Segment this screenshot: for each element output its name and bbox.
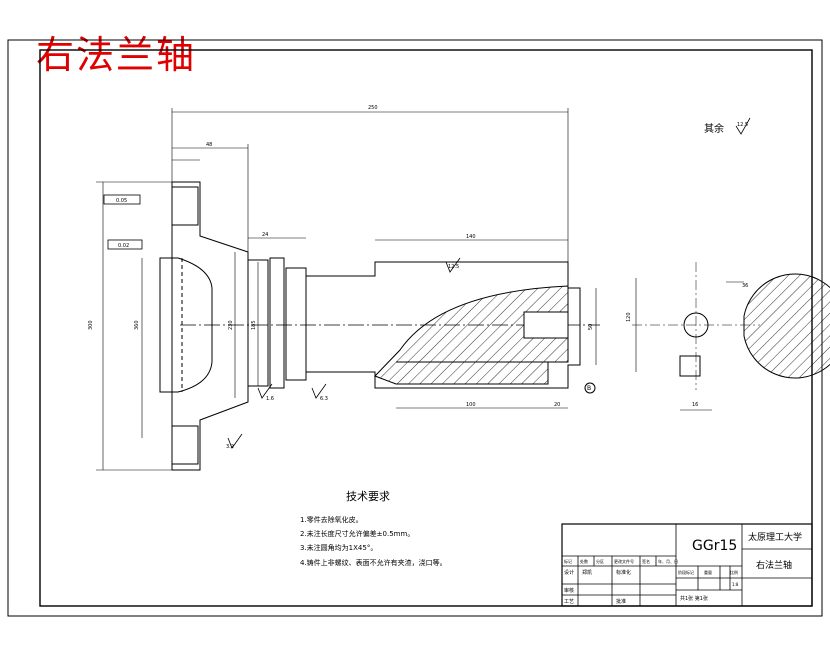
tech-req-heading: 技术要求: [346, 490, 390, 503]
tb-stage-mark: 阶段标记: [678, 569, 694, 575]
overlay-title: 右法兰轴: [36, 33, 197, 77]
tech-req-item-3: 3.未注圆角均为1X45°。: [300, 543, 377, 552]
dim-left-height: 300: [88, 320, 94, 330]
tech-req-item-4: 4.铸件上非螺纹、表面不允许有夹渣，浇口等。: [300, 558, 447, 567]
hatched-section: [374, 285, 569, 385]
shaft-collar: [269, 257, 285, 389]
tb-design-label: 设计: [564, 569, 574, 576]
tb-label-sign: 签名: [642, 558, 650, 564]
tech-req-item-2: 2.未注长度尺寸允许偏差±0.5mm。: [300, 529, 414, 538]
section-dim-width: 16: [692, 402, 698, 408]
flange-counterbore: [159, 257, 213, 393]
datum-circle: [584, 382, 596, 394]
tolerance-1: 0.05: [116, 198, 127, 204]
tb-material: GGr15: [692, 538, 737, 554]
cross-section-disc: [743, 273, 830, 379]
roughness-2: 1.6: [266, 396, 274, 402]
flange-bolt-hole-bottom: [171, 425, 199, 465]
bore-hole: [523, 311, 569, 339]
flange-bolt-hole-top: [171, 186, 199, 226]
tb-school: 太原理工大学: [748, 531, 802, 543]
shaft-section-2: [285, 267, 307, 381]
dim-overall: 250: [368, 105, 378, 111]
tb-design-value: 郑凯: [582, 569, 592, 576]
roughness-3: 6.3: [320, 396, 328, 402]
flange-outline: [171, 181, 249, 471]
tb-stage-weight: 重量: [704, 569, 712, 575]
tb-review-label: 审核: [564, 587, 574, 594]
dim-short: 24: [262, 232, 268, 238]
dim-h1: 360: [134, 320, 140, 330]
tb-stage-scale: 比例: [730, 569, 738, 575]
tb-label-count: 处数: [580, 558, 588, 564]
dim-h2: 230: [228, 320, 234, 330]
title-block: [561, 523, 813, 607]
dim-long-right: 140: [466, 234, 476, 240]
roughness-4: 3.2: [226, 444, 234, 450]
section-dim-key: 36: [742, 283, 748, 289]
tb-sheet-info: 共1张 第1张: [680, 595, 708, 602]
tolerance-frames: [103, 194, 143, 250]
tb-process-label: 工艺: [564, 599, 574, 605]
tb-label-zone: 分区: [596, 558, 604, 564]
shaft-main-body: [306, 261, 581, 389]
tb-label-change: 更改文件号: [614, 558, 634, 564]
roughness-1: 12.5: [448, 264, 459, 270]
dimension-lines: [96, 108, 597, 471]
cross-section-view: [632, 262, 830, 411]
shaft-main-view: [159, 181, 600, 471]
tb-part-name: 右法兰轴: [756, 559, 792, 571]
tb-scale: 1:8: [732, 582, 739, 587]
tolerance-2: 0.02: [118, 243, 129, 249]
surface-note-label: 其余: [704, 122, 724, 135]
dim-bottom-right: 20: [554, 402, 560, 408]
surface-note-value: 12.5: [737, 122, 748, 128]
tb-std-label: 标准化: [616, 569, 631, 576]
tech-req-item-1: 1.零件去除氧化皮。: [300, 515, 363, 524]
datum-label: B: [587, 385, 591, 392]
tb-approve-label: 批准: [616, 598, 626, 605]
roughness-symbols: [227, 257, 461, 449]
surface-note-symbol: [735, 117, 751, 135]
section-dim-dia: 120: [626, 312, 632, 322]
dim-h3: 185: [251, 320, 257, 330]
dim-h4: 50: [588, 324, 594, 330]
dim-bottom-mid: 100: [466, 402, 476, 408]
tb-label-date: 年、月、日: [658, 558, 678, 564]
cross-section-keyway: [679, 355, 701, 377]
tb-label-mark: 标记: [564, 558, 572, 564]
dim-top-left: 48: [206, 142, 212, 148]
dimension-texts: 250 48 24 140 100 20 300 360 230 185 50: [88, 105, 594, 408]
